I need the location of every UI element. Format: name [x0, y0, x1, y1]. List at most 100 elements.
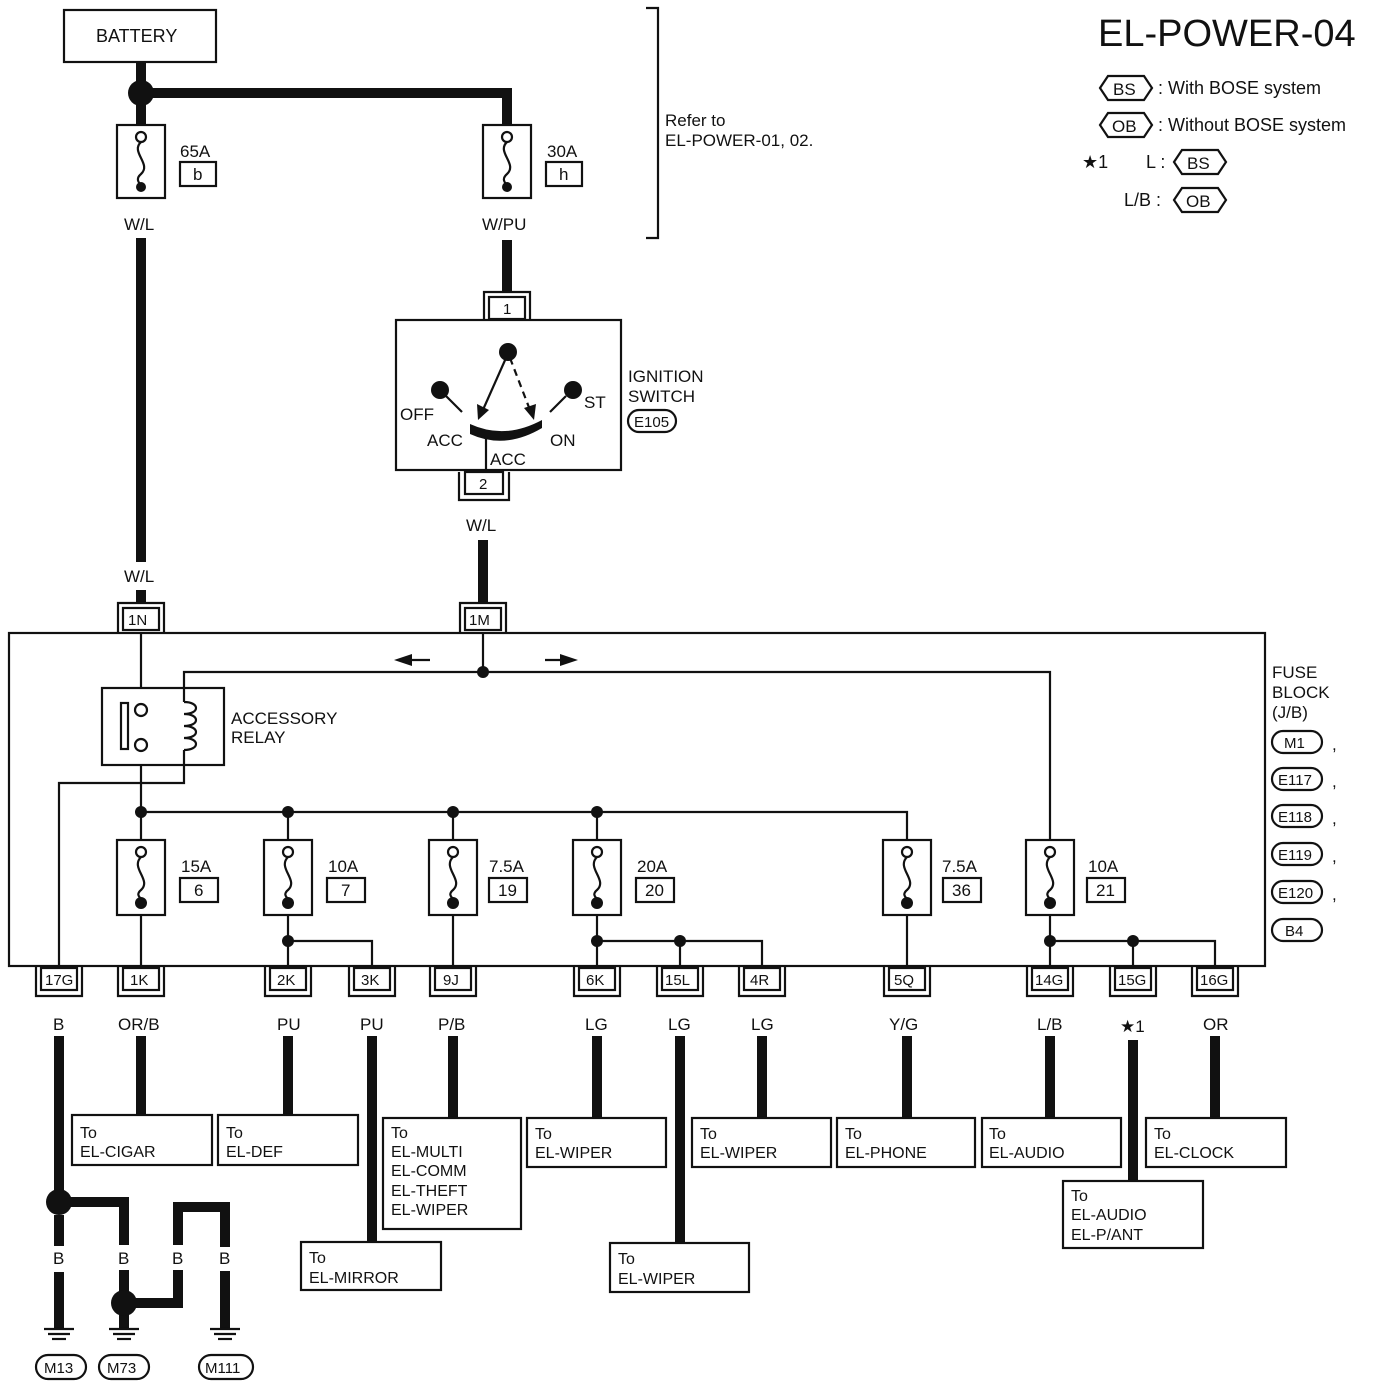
battery-label: BATTERY: [96, 26, 177, 46]
terminal-1k-pin: 1K: [130, 972, 148, 989]
dest-el-def: To EL-DEF: [216, 1113, 360, 1167]
fuse-21-num-box: [1085, 876, 1127, 904]
ground-m13: M13: [44, 1360, 73, 1377]
connector-e120: E120: [1278, 885, 1313, 902]
fuse-20-amp: 20A: [637, 857, 668, 876]
svg-text:To: To: [226, 1125, 243, 1142]
terminal-15l-wire: LG: [668, 1015, 691, 1034]
svg-text:To: To: [618, 1251, 635, 1268]
ignition-label-1: IGNITION: [628, 367, 704, 386]
battery-to-30a-wire: [141, 88, 512, 125]
refer-line-1: Refer to: [665, 111, 725, 130]
fuse-36-amp: 7.5A: [942, 857, 978, 876]
output-wires: [54, 1036, 1220, 1243]
ground-circuit: [44, 1189, 240, 1341]
terminal-6k: [577, 966, 617, 992]
connector-sep-5: ,: [1332, 885, 1337, 904]
fuse-7-amp: 10A: [328, 857, 359, 876]
terminal-3k-wire: PU: [360, 1015, 384, 1034]
svg-text:EL-CIGAR: EL-CIGAR: [80, 1144, 156, 1161]
svg-text:EL-CLOCK: EL-CLOCK: [1154, 1145, 1234, 1162]
accessory-relay-label-1: ACCESSORY: [231, 709, 337, 728]
terminal-2k-wire: PU: [277, 1015, 301, 1034]
svg-text:EL-WIPER: EL-WIPER: [700, 1145, 777, 1162]
terminal-15g: [1113, 966, 1153, 992]
terminal-9j-wire: P/B: [438, 1015, 465, 1034]
fuse-7: [262, 838, 314, 917]
terminal-5q: [887, 966, 927, 992]
svg-text:EL-COMM: EL-COMM: [391, 1163, 467, 1180]
terminal-14g-wire: L/B: [1037, 1015, 1063, 1034]
svg-text:To: To: [80, 1125, 97, 1142]
fuse-30a-code-box: [544, 160, 584, 188]
fusible-link-30a: [481, 123, 533, 200]
connector-sep-1: ,: [1332, 735, 1337, 754]
ground-wire-label-4: B: [219, 1249, 230, 1268]
dest-el-phone: To EL-PHONE: [835, 1116, 977, 1169]
svg-text:EL-MIRROR: EL-MIRROR: [309, 1270, 399, 1287]
svg-text:To: To: [1071, 1188, 1088, 1205]
bs-description: : With BOSE system: [1158, 78, 1321, 98]
refer-line-2: EL-POWER-01, 02.: [665, 131, 813, 150]
dest-el-wiper-1: To EL-WIPER: [525, 1116, 668, 1169]
svg-text:EL-PHONE: EL-PHONE: [845, 1145, 927, 1162]
fusible-link-65a: [115, 123, 167, 200]
dest-el-audio-pant: To EL-AUDIO EL-P/ANT: [1061, 1179, 1205, 1250]
terminal-9j: [433, 966, 473, 992]
terminal-6k-pin: 6K: [586, 972, 604, 989]
star-l-bs-symbol: [1172, 148, 1228, 176]
ground-m111: M111: [205, 1360, 240, 1377]
connector-sep-3: ,: [1332, 809, 1337, 828]
fuse-block-label-3: (J/B): [1272, 703, 1308, 722]
terminal-1m-frame: [458, 601, 508, 633]
wire-label-wl-top: W/L: [124, 215, 154, 234]
svg-text:EL-AUDIO: EL-AUDIO: [1071, 1207, 1147, 1224]
bs-symbol: [1098, 74, 1154, 102]
terminal-16g: [1195, 966, 1235, 992]
fuse-20: [571, 838, 623, 917]
refer-bracket: [646, 6, 660, 240]
svg-text:To: To: [391, 1125, 408, 1142]
connector-e119: E119: [1278, 847, 1312, 864]
terminal-1k-wire: OR/B: [118, 1015, 160, 1034]
ignition-switch: 1 OFF ST ACC ON ACC 2: [394, 290, 623, 502]
svg-text:To: To: [989, 1126, 1006, 1143]
dest-el-mirror: To EL-MIRROR: [299, 1240, 443, 1292]
fuse-36: [881, 838, 933, 917]
terminal-2k-pin: 2K: [277, 972, 295, 989]
fuse-30a-code: h: [559, 165, 568, 184]
bs-symbol-text: BS: [1113, 80, 1136, 99]
fuse-6-num-box: [178, 876, 220, 904]
star-lb-label: L/B :: [1124, 190, 1161, 210]
terminal-1m: [463, 606, 503, 632]
terminal-4r-pin: 4R: [750, 972, 769, 989]
fuse-20-num-box: [634, 876, 676, 904]
star-l-label: L :: [1146, 152, 1165, 172]
dest-el-multi: To EL-MULTI EL-COMM EL-THEFT EL-WIPER: [381, 1116, 523, 1231]
diagram-title: EL-POWER-04: [1098, 13, 1356, 55]
fuse-block-connectors: M1 , E117 , E118 , E119 , E120 , B4: [1270, 729, 1337, 943]
ob-description: : Without BOSE system: [1158, 115, 1346, 135]
connector-e118: E118: [1278, 809, 1312, 826]
terminal-16g-pin: 16G: [1200, 972, 1228, 989]
terminal-15g-pin: 15G: [1118, 972, 1146, 989]
wire-label-wl-left: W/L: [124, 567, 154, 586]
ignition-acc-left: ACC: [427, 431, 463, 450]
terminal-5q-wire: Y/G: [889, 1015, 918, 1034]
svg-text:To: To: [1154, 1126, 1171, 1143]
accessory-relay-label-2: RELAY: [231, 728, 286, 747]
ground-wire-label-1: B: [53, 1249, 64, 1268]
fuse-30a-amp: 30A: [547, 142, 578, 161]
svg-text:To: To: [309, 1250, 326, 1267]
terminal-4r: [742, 966, 782, 992]
accessory-relay: [100, 686, 226, 767]
terminal-4r-wire: LG: [751, 1015, 774, 1034]
terminal-6k-wire: LG: [585, 1015, 608, 1034]
terminal-3k-pin: 3K: [361, 972, 379, 989]
ignition-st: ST: [584, 393, 606, 412]
svg-text:EL-AUDIO: EL-AUDIO: [989, 1145, 1065, 1162]
fuse-65a-code: b: [193, 165, 202, 184]
terminal-3k: [352, 966, 392, 992]
dest-el-wiper-3: To EL-WIPER: [690, 1116, 833, 1169]
svg-text:EL-DEF: EL-DEF: [226, 1144, 283, 1161]
